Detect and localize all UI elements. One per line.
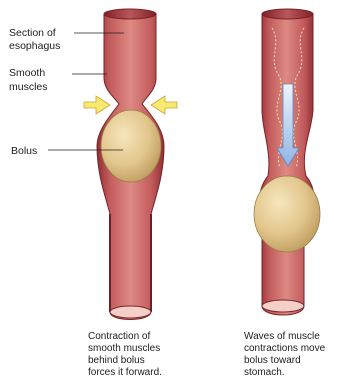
label-smooth-line2: muscles xyxy=(9,81,48,93)
caption-right-line4: stomach. xyxy=(244,367,285,378)
left-contraction-arrow-icon xyxy=(84,96,110,114)
left-bottom-opening xyxy=(110,306,151,318)
right-bolus xyxy=(254,176,320,252)
caption-left-line3: behind bolus xyxy=(88,355,145,366)
right-bottom-opening xyxy=(262,300,304,312)
right-contraction-arrow-icon xyxy=(151,96,177,114)
left-bolus xyxy=(101,110,161,182)
right-esophagus-wall xyxy=(259,14,314,315)
left-esophagus xyxy=(84,9,177,320)
caption-left-line4: forces it forward. xyxy=(88,367,162,378)
caption-left-line1: Contraction of xyxy=(88,331,150,342)
label-bolus: Bolus xyxy=(11,145,37,157)
right-top-opening xyxy=(262,9,313,19)
label-smooth-line1: Smooth xyxy=(9,67,45,79)
caption-right-line2: contractions move xyxy=(244,343,326,354)
label-section-line2: esophagus xyxy=(9,40,60,52)
caption-right-line3: bolus toward xyxy=(244,355,301,366)
right-esophagus xyxy=(254,9,320,315)
caption-left-line2: smooth muscles xyxy=(88,343,160,354)
caption-right-line1: Waves of muscle xyxy=(244,331,320,342)
label-section-line1: Section of xyxy=(9,27,56,39)
left-top-opening xyxy=(104,9,156,19)
